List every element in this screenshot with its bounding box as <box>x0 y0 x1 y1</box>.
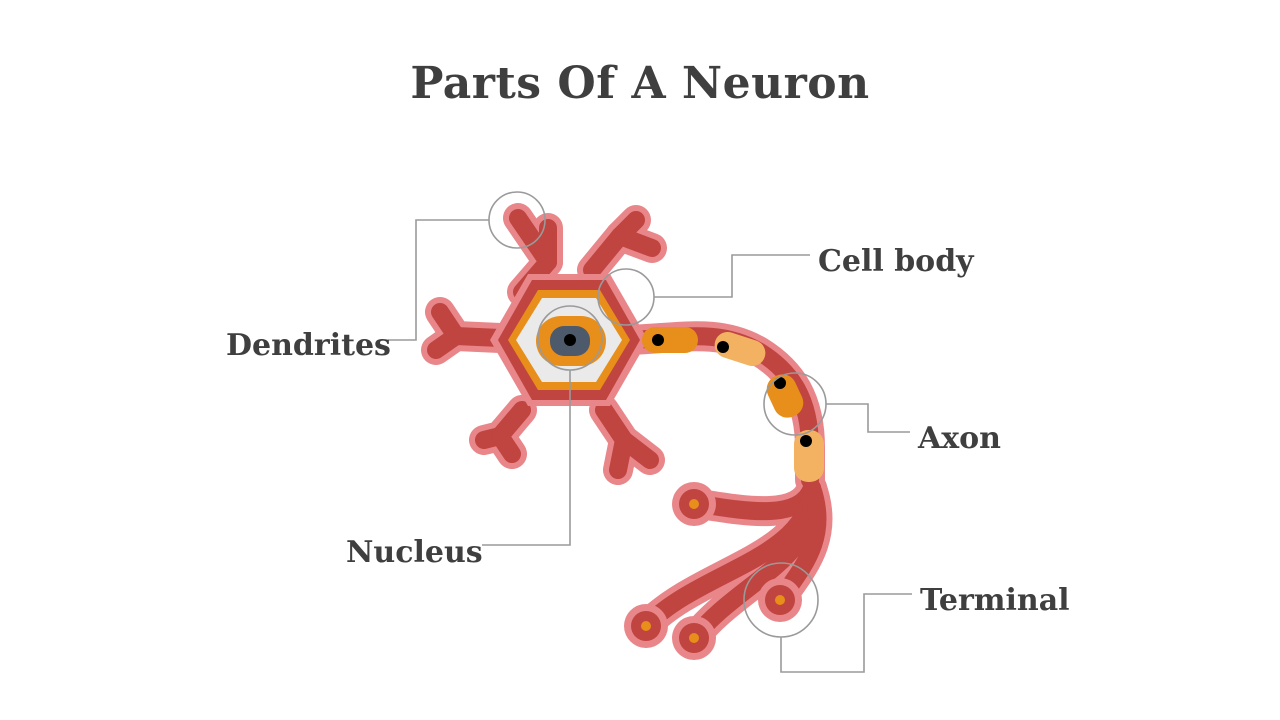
myelin-node-dot-2 <box>717 341 729 353</box>
callout-line-cell-body <box>654 254 810 298</box>
callout-line-axon <box>826 403 910 433</box>
myelin-segment-2 <box>714 331 766 367</box>
myelin-node-dot-3 <box>774 377 786 389</box>
callout-line-nucleus <box>482 370 571 546</box>
myelin-node-dot-4 <box>800 435 812 447</box>
callout-line-dendrites <box>388 219 489 341</box>
slide-title: Parts Of A Neuron <box>410 58 870 109</box>
label-axon: Axon <box>918 421 1001 456</box>
nucleolus <box>564 334 576 346</box>
myelin-node-dot-1 <box>652 334 664 346</box>
label-cell-body: Cell body <box>818 244 974 279</box>
label-dendrites: Dendrites <box>226 328 391 363</box>
label-nucleus: Nucleus <box>346 535 483 570</box>
label-terminal: Terminal <box>920 583 1070 618</box>
callout-line-terminal <box>780 593 912 673</box>
terminal-knobs <box>624 482 802 660</box>
myelin-segment-1 <box>642 327 698 353</box>
callout-lines <box>388 219 912 673</box>
